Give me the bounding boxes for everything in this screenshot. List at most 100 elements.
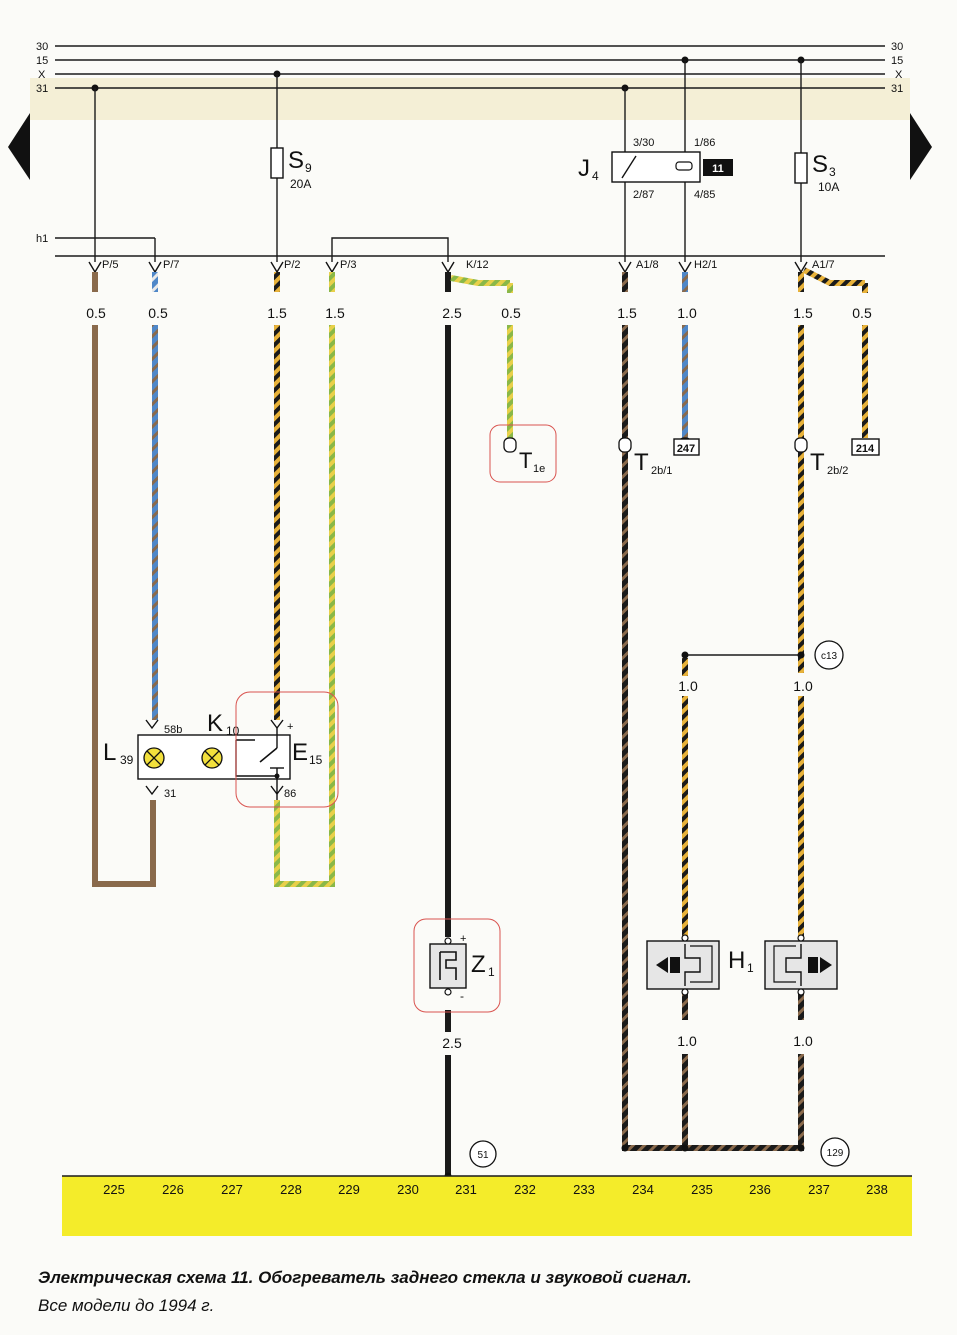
z1-sub: 1 (488, 965, 495, 979)
h1-label: h1 (36, 233, 48, 245)
rail-label-right-31: 31 (891, 83, 903, 95)
wire-black-brown (682, 994, 688, 1020)
heater-icon (429, 943, 467, 989)
j4-pin-2-87: 2/87 (633, 189, 654, 201)
relay-icon (611, 151, 701, 183)
wire-black (445, 1055, 451, 1179)
wire-black-yellow (862, 283, 868, 293)
wire-black (445, 325, 451, 937)
wire-black-yellow (274, 325, 280, 720)
relay-j4: 11 J 4 3/30 1/86 2/87 4/85 (578, 137, 733, 201)
j4-pin-1-86: 1/86 (694, 137, 715, 149)
connector-label-a18: A1/8 (636, 259, 659, 271)
connector-label-k12: K/12 (466, 259, 489, 271)
fuse-icon (270, 147, 284, 179)
wire-blue-white (152, 325, 158, 720)
connector-t2b2: T 2b/2 214 (794, 437, 880, 477)
h1-sub: 1 (747, 961, 754, 975)
c13-label: c13 (821, 651, 838, 662)
grid-number-band (62, 1176, 912, 1236)
grid-number: 229 (338, 1182, 360, 1197)
wire-size-label: 1.0 (793, 1033, 813, 1049)
connector-t2b1: T 2b/1 247 (618, 437, 700, 477)
arrow-left-icon[interactable] (8, 113, 30, 180)
s9-rating: 20A (290, 177, 311, 191)
rail-label-left-15: 15 (36, 55, 48, 67)
grid-number: 233 (573, 1182, 595, 1197)
connector-icon (503, 437, 517, 453)
wire-size-label: 0.5 (148, 305, 168, 321)
wire-brown (150, 800, 156, 887)
wire-black-yellow (798, 272, 804, 292)
wire-blue-brown (682, 272, 688, 292)
grid-number: 231 (455, 1182, 477, 1197)
wire-green-yellow (329, 325, 335, 887)
wire-black-brown (622, 325, 628, 1151)
wire-green-yellow (329, 272, 335, 292)
wire-green-yellow (507, 325, 513, 438)
rail-label-left-30: 30 (36, 41, 48, 53)
wire-size-label: 1.5 (325, 305, 345, 321)
highlight-box (489, 424, 557, 483)
e15-pin-top: + (287, 721, 293, 733)
t2b1-letter: T (634, 449, 649, 476)
wire-green-yellow (507, 283, 513, 293)
s3-rating: 10A (818, 180, 839, 194)
l39-letter: L (103, 739, 116, 766)
wire-black (445, 1010, 451, 1032)
t1e-letter: T (519, 448, 532, 473)
grid-number: 226 (162, 1182, 184, 1197)
j4-pin-3-30: 3/30 (633, 137, 654, 149)
junction-dot (681, 651, 689, 659)
z1-letter: Z (471, 951, 486, 978)
wire-black-yellow (798, 696, 804, 936)
horn-h1: H 1 (646, 934, 838, 996)
connector-label-p3: P/3 (340, 259, 357, 271)
wire-black-yellow (682, 696, 688, 936)
wire-brown (92, 325, 98, 887)
rail-label-right-15: 15 (891, 55, 903, 67)
grid-number: 225 (103, 1182, 125, 1197)
t2b2-sub: 2b/2 (827, 465, 848, 477)
t2b2-letter: T (810, 449, 825, 476)
highlight-box (413, 918, 501, 1013)
wire-size-label: 0.5 (501, 305, 521, 321)
wire-size-label: 1.0 (678, 678, 698, 694)
wire-size-label: 0.5 (86, 305, 106, 321)
wire-black-yellow (862, 325, 868, 438)
wire-black-brown (622, 1145, 804, 1151)
wire-black-yellow (274, 272, 280, 292)
wire-size-label: 1.0 (677, 305, 697, 321)
grid-number: 236 (749, 1182, 771, 1197)
connector-icon (618, 437, 632, 453)
j4-pin-4-85: 4/85 (694, 189, 715, 201)
heater-z1: + - Z 1 (413, 918, 501, 1013)
s9-letter: S (288, 147, 304, 174)
wire-blue-brown (682, 325, 688, 438)
grid-number: 227 (221, 1182, 243, 1197)
wire-brown (92, 272, 98, 292)
ground-circle-51 (469, 1140, 497, 1168)
wire-size-label: 2.5 (442, 305, 462, 321)
rail-label-left-x: X (38, 69, 46, 81)
wire-black-yellow (802, 267, 865, 286)
s3-letter: S (812, 151, 828, 178)
ref-box-247 (673, 438, 700, 456)
grid-number: 230 (397, 1182, 419, 1197)
k10-sub: 10 (226, 724, 240, 738)
z1-plus: + (460, 933, 466, 945)
j4-badge (703, 159, 733, 176)
wire-black-yellow (798, 325, 804, 673)
fuse-s3: S 3 10A (794, 151, 839, 194)
arrow-right-icon[interactable] (910, 113, 932, 180)
ref-214: 214 (856, 443, 875, 455)
connector-label-p5: P/5 (102, 259, 119, 271)
connector-label-a17: A1/7 (812, 259, 835, 271)
ref-247: 247 (677, 443, 695, 455)
switch-e15-assembly: L 39 58b 31 K 10 E 15 + 86 (103, 691, 339, 808)
c13-circle (814, 640, 844, 670)
ground-label-129: 129 (827, 1148, 844, 1159)
wire-brown (92, 881, 156, 887)
grid-numbers: 225 226 227 228 229 230 231 232 233 234 … (103, 1182, 888, 1197)
